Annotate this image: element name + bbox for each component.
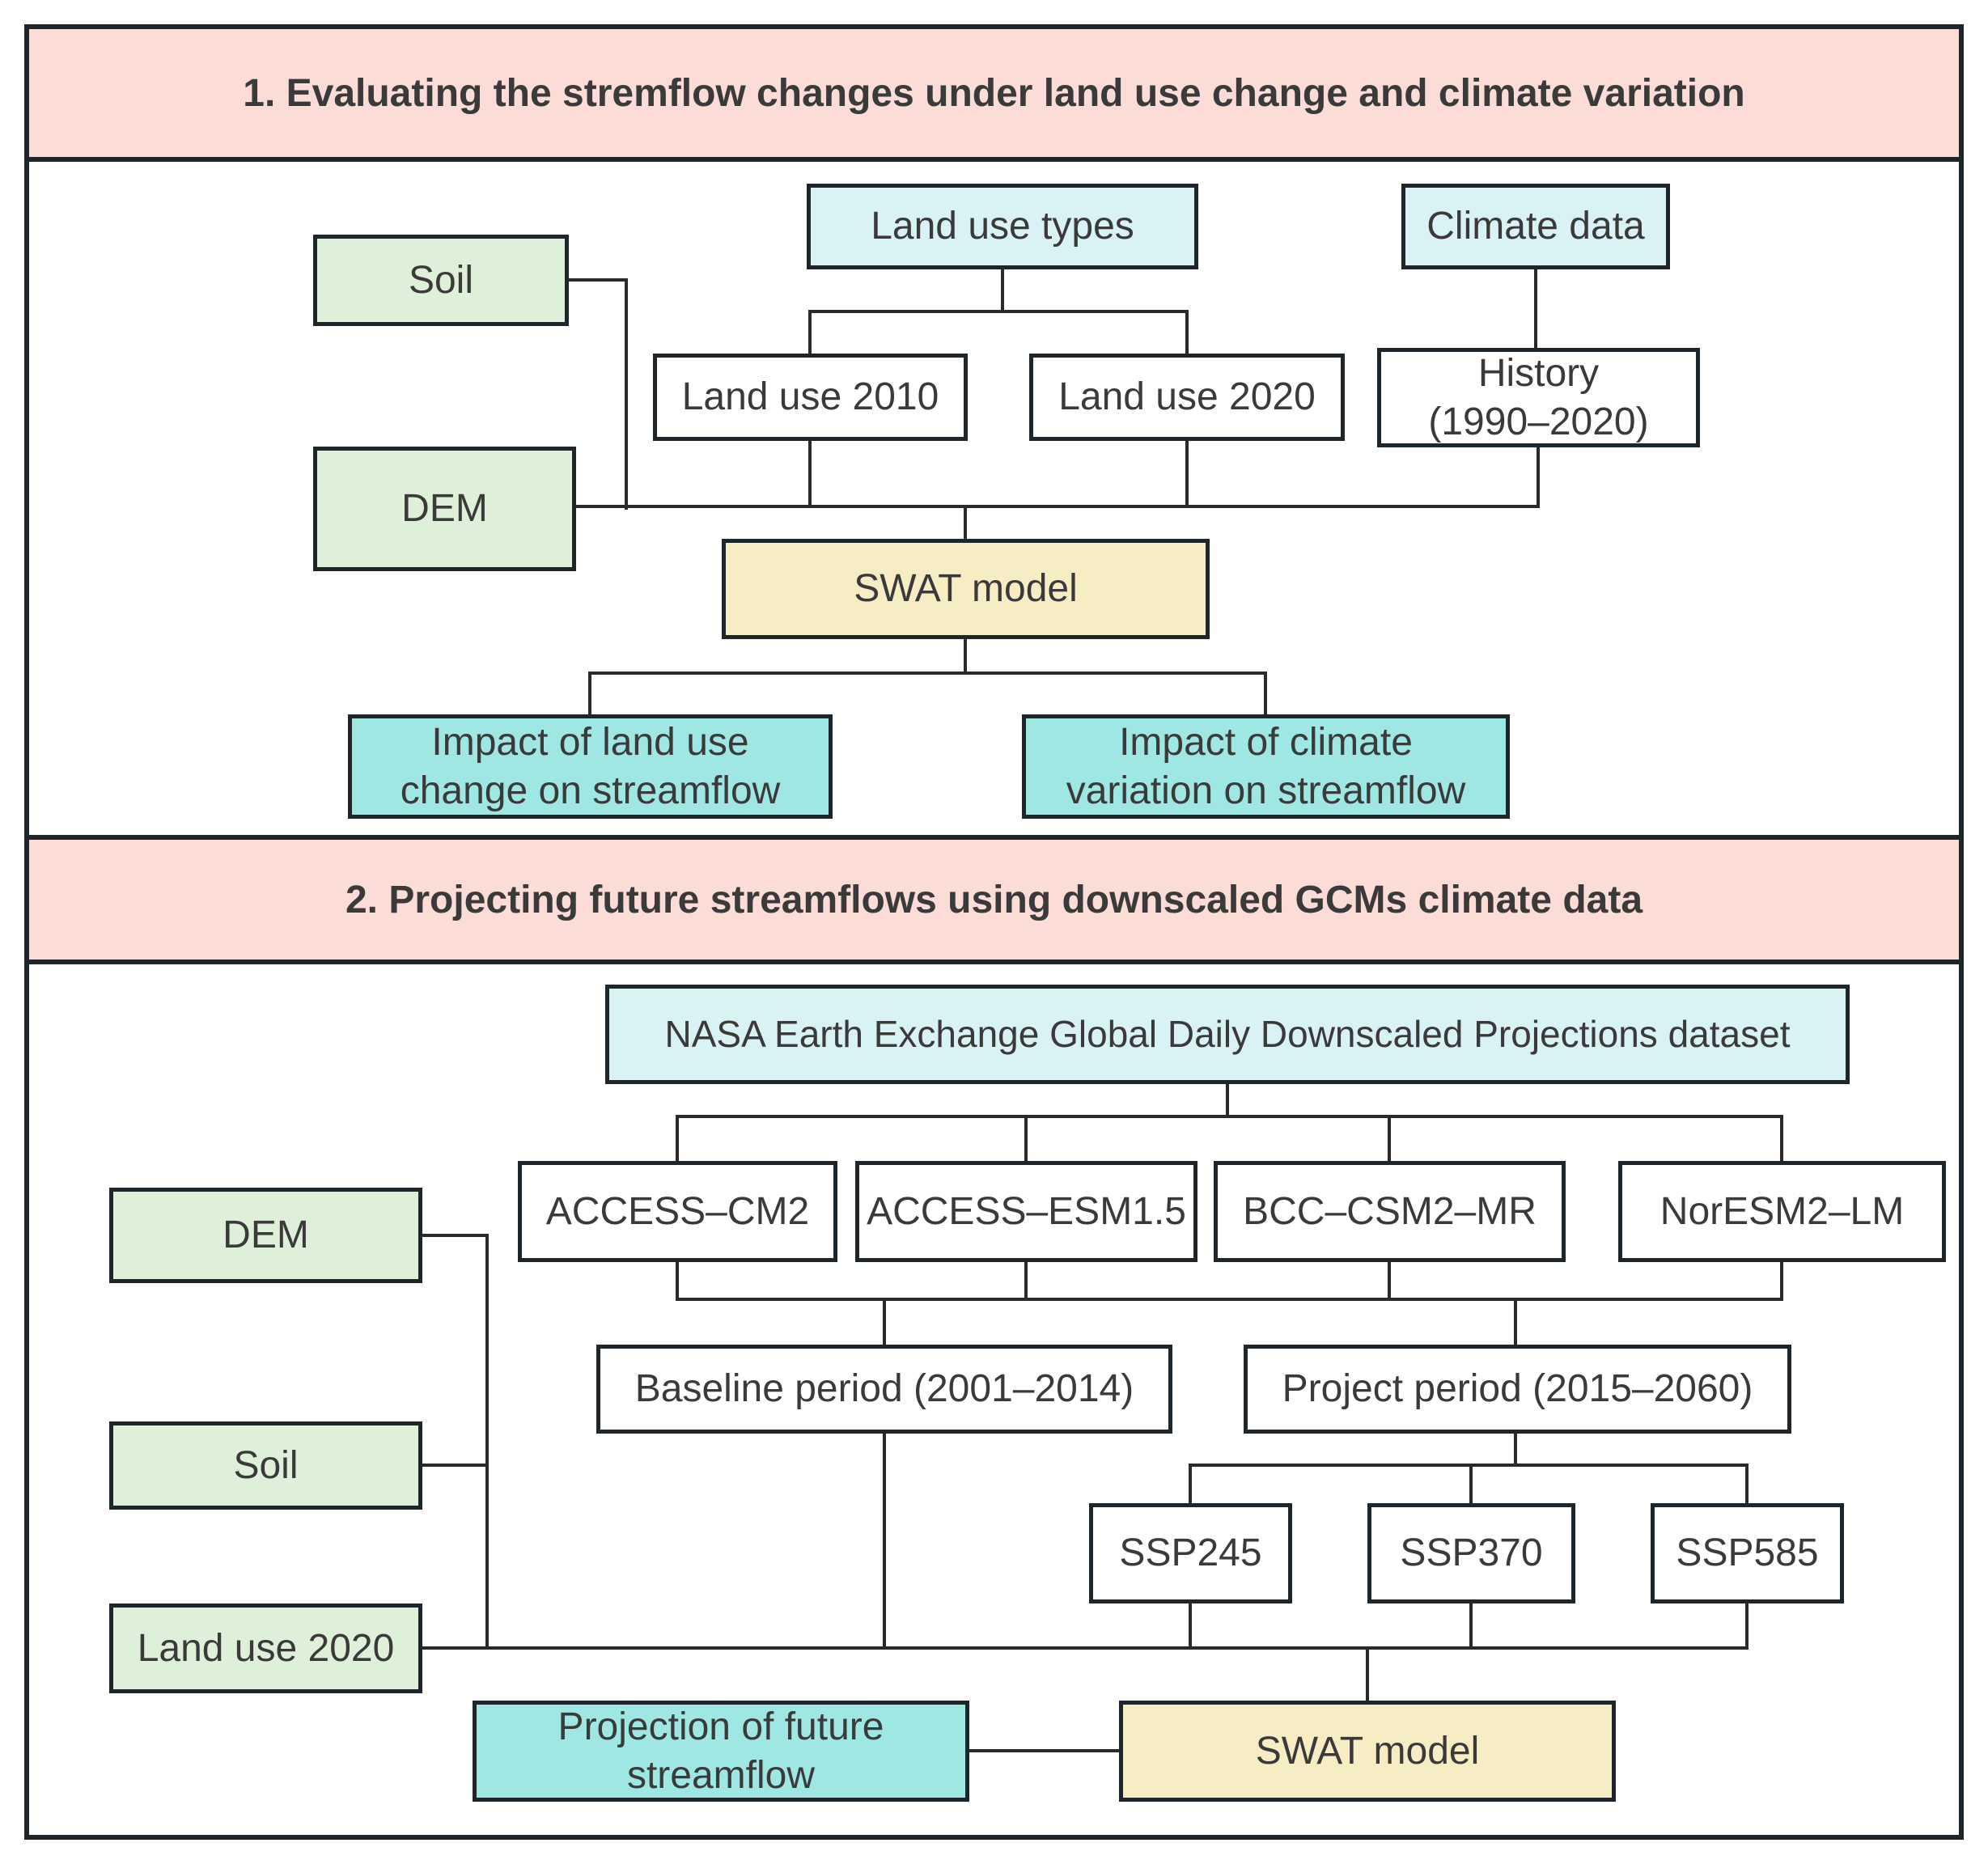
connector bbox=[1189, 1603, 1192, 1648]
box-gcm-access-cm2: ACCESS–CM2 bbox=[518, 1161, 837, 1262]
box-projection-future: Projection of future streamflow bbox=[473, 1701, 969, 1802]
box-nasa-dataset: NASA Earth Exchange Global Daily Downsca… bbox=[605, 985, 1850, 1084]
connector bbox=[808, 310, 812, 354]
box-gcm-noresm2-lm: NorESM2–LM bbox=[1618, 1161, 1946, 1262]
connector bbox=[1185, 310, 1189, 354]
box-dem-1: DEM bbox=[313, 447, 576, 571]
connector bbox=[588, 671, 591, 714]
connector bbox=[808, 310, 1189, 313]
box-project-period: Project period (2015–2060) bbox=[1244, 1345, 1791, 1434]
connector bbox=[883, 1434, 886, 1648]
connector bbox=[422, 1464, 489, 1467]
connector bbox=[676, 1262, 679, 1301]
connector bbox=[1780, 1262, 1783, 1301]
connector bbox=[1537, 447, 1540, 506]
connector bbox=[1226, 1084, 1229, 1118]
connector bbox=[1388, 1262, 1391, 1301]
section1-title: 1. Evaluating the stremflow changes unde… bbox=[243, 71, 1745, 115]
connector bbox=[883, 1299, 886, 1345]
box-climate-data: Climate data bbox=[1401, 184, 1670, 269]
connector bbox=[625, 278, 628, 510]
connector bbox=[485, 1234, 489, 1648]
connector bbox=[588, 671, 1267, 675]
box-swat-model-1: SWAT model bbox=[722, 539, 1210, 639]
connector bbox=[1534, 269, 1537, 348]
connector bbox=[1264, 671, 1267, 714]
box-soil-1: Soil bbox=[313, 235, 569, 326]
connector bbox=[569, 278, 628, 282]
connector bbox=[964, 639, 967, 675]
box-ssp585: SSP585 bbox=[1651, 1503, 1844, 1603]
box-land-use-types: Land use types bbox=[807, 184, 1198, 269]
box-gcm-bcc-csm2-mr: BCC–CSM2–MR bbox=[1214, 1161, 1566, 1262]
section2-title: 2. Projecting future streamflows using d… bbox=[345, 878, 1643, 921]
connector bbox=[1469, 1603, 1473, 1648]
connector bbox=[964, 506, 967, 539]
connector bbox=[1189, 1464, 1192, 1503]
box-ssp370: SSP370 bbox=[1367, 1503, 1575, 1603]
box-dem-2: DEM bbox=[109, 1188, 422, 1283]
box-history: History (1990–2020) bbox=[1377, 348, 1700, 447]
box-baseline-period: Baseline period (2001–2014) bbox=[596, 1345, 1172, 1434]
box-soil-2: Soil bbox=[109, 1421, 422, 1510]
box-ssp245: SSP245 bbox=[1089, 1503, 1292, 1603]
connector bbox=[676, 1115, 1783, 1118]
box-land-use-2020-s1: Land use 2020 bbox=[1029, 354, 1345, 441]
connector bbox=[576, 505, 1540, 508]
box-land-use-2020-s2: Land use 2020 bbox=[109, 1603, 422, 1693]
connector bbox=[422, 1646, 1749, 1650]
connector bbox=[1189, 1464, 1749, 1467]
connector bbox=[1366, 1648, 1369, 1701]
box-impact-climate: Impact of climate variation on streamflo… bbox=[1022, 714, 1510, 819]
connector bbox=[1745, 1464, 1749, 1503]
connector bbox=[1514, 1299, 1517, 1345]
connector bbox=[1024, 1262, 1028, 1301]
box-gcm-access-esm15: ACCESS–ESM1.5 bbox=[855, 1161, 1197, 1262]
connector bbox=[676, 1298, 1783, 1301]
connector bbox=[969, 1749, 1119, 1752]
connector bbox=[808, 441, 812, 506]
connector bbox=[1514, 1434, 1517, 1465]
connector bbox=[1001, 269, 1004, 313]
connector bbox=[1185, 441, 1189, 506]
connector bbox=[676, 1115, 679, 1161]
connector bbox=[1388, 1115, 1391, 1161]
connector bbox=[1024, 1115, 1028, 1161]
box-swat-model-2: SWAT model bbox=[1119, 1701, 1616, 1802]
box-impact-land-use: Impact of land use change on streamflow bbox=[348, 714, 833, 819]
section2-header: 2. Projecting future streamflows using d… bbox=[29, 835, 1959, 964]
connector bbox=[1745, 1603, 1749, 1648]
connector bbox=[1780, 1115, 1783, 1161]
box-land-use-2010: Land use 2010 bbox=[653, 354, 968, 441]
connector bbox=[1469, 1464, 1473, 1503]
connector bbox=[422, 1234, 489, 1237]
section1-header: 1. Evaluating the stremflow changes unde… bbox=[29, 29, 1959, 162]
